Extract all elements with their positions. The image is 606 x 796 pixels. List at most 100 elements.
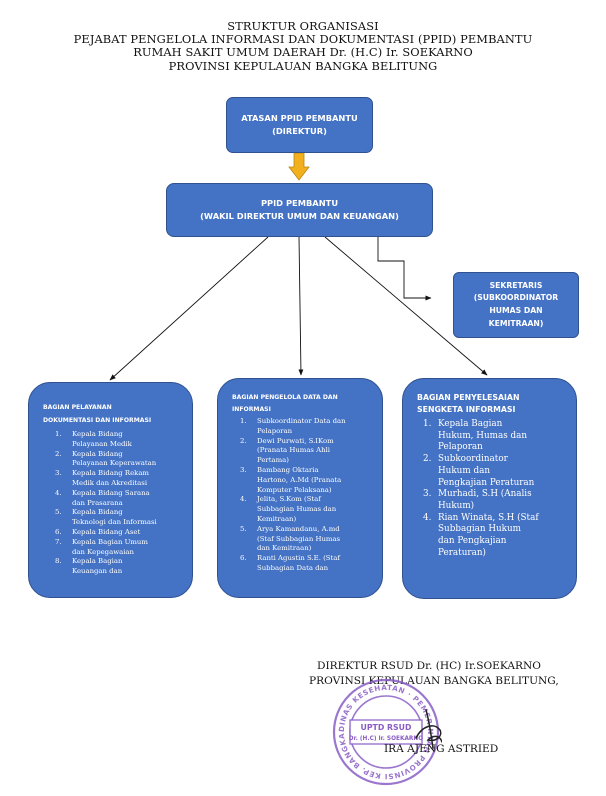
item-text-line: Pelayanan Medik: [72, 439, 132, 448]
item-text-line: dan Prasarana: [72, 498, 123, 507]
item-text-line: Kemitraan): [257, 514, 297, 523]
item-text-line: Bambang Oktaria: [257, 465, 319, 474]
sekretaris-line-4: KEMITRAAN): [488, 318, 544, 328]
list-item: 2. Dewi Purwati, S.IKom(Pranata Humas Ahl…: [240, 437, 374, 466]
card-title-line-1: BAGIAN PELAYANAN: [43, 404, 112, 411]
item-number: 7.: [55, 537, 62, 546]
item-text-line: Ranti Agustin S.E. (Staf: [257, 554, 340, 563]
item-text-line: Pengkajian Peraturan: [438, 477, 535, 488]
item-text-line: Subkoordinator Data dan: [257, 417, 346, 425]
item-number: 1.: [240, 417, 247, 425]
item-number: 4.: [240, 495, 247, 504]
item-text-line: Pelaporan: [257, 426, 293, 435]
item-number: 5.: [240, 524, 247, 533]
item-text-line: Rian Winata, S.H (Staf: [438, 512, 539, 523]
item-number: 2.: [423, 454, 432, 465]
item-text-line: Kepala Bagian: [72, 557, 123, 566]
item-text-line: Arya Kamandanu, A.md: [257, 524, 340, 533]
item-number: 2.: [240, 436, 247, 445]
title-line-1: STRUKTUR ORGANISASI: [227, 19, 379, 33]
item-text-line: Kepala Bidang Aset: [72, 527, 141, 536]
item-number: 6.: [240, 554, 247, 563]
connector-ppid-sekretaris: [377, 237, 432, 301]
item-text-line: Pelaporan: [438, 442, 483, 453]
signatory-name: IRA AJENG ASTRIED: [384, 743, 499, 755]
stamp-text-1: UPTD RSUD: [361, 723, 413, 732]
item-text-line: Hukum dan: [438, 465, 491, 476]
item-text-line: dan Kepegawaian: [72, 547, 134, 556]
item-text-line: Subbagian Humas dan: [257, 505, 337, 514]
connector-ppid-pelayanan: [109, 236, 269, 381]
card-title-line-2: SENGKETA INFORMASI: [417, 405, 516, 415]
official-stamp-seal: DINAS KESEHATAN · PEMERINTAH PROVINSI KE…: [330, 676, 442, 786]
title-line-2: PEJABAT PENGELOLA INFORMASI DAN DOKUMENT…: [73, 32, 533, 47]
item-text-line: Subkoordinator: [438, 454, 508, 465]
atasan-title: ATASAN PPID PEMBANTU: [241, 113, 358, 123]
list-item: 5. Arya Kamandanu, A.md(Staf Subbagian Hu…: [240, 525, 374, 554]
item-text-line: Dewi Purwati, S.IKom: [257, 436, 334, 445]
item-number: 1.: [423, 419, 432, 429]
item-text-line: Hukum): [438, 500, 475, 511]
connector-ppid-penyelesaian: [324, 236, 488, 376]
sekretaris-line-1: SEKRETARIS: [489, 280, 543, 290]
item-text-line: Peraturan): [438, 547, 486, 558]
item-text-line: Kepala Bidang Sarana: [72, 488, 150, 497]
atasan-ppid-box: ATASAN PPID PEMBANTU (DIREKTUR): [226, 97, 373, 153]
sekretaris-box: SEKRETARIS (SUBKOORDINATOR HUMAS DAN KEM…: [453, 272, 579, 338]
item-text-line: dan Pengkajian: [438, 536, 507, 547]
bagian-pengelola-card: BAGIAN PENGELOLA DATA DAN INFORMASI 1. Su…: [217, 378, 383, 598]
item-text-line: Pertama): [257, 456, 289, 465]
connector-ppid-pengelola: [298, 236, 304, 376]
item-text-line: Kepala Bidang Rekam: [72, 469, 149, 478]
sekretaris-line-2: (SUBKOORDINATOR: [473, 293, 559, 303]
ppid-pembantu-box: PPID PEMBANTU (WAKIL DIREKTUR UMUM DAN K…: [166, 183, 433, 237]
item-text-line: (Pranata Humas Ahli: [257, 446, 330, 455]
card-title-line-1: BAGIAN PENYELESAIAN: [417, 393, 520, 402]
title-line-3: RUMAH SAKIT UMUM DAERAH Dr. (H.C) Ir. SO…: [133, 45, 473, 60]
handwritten-signature: [415, 709, 442, 749]
item-text-line: Subbagian Data dan: [257, 563, 329, 572]
item-text-line: Komputer Pelaksana): [257, 485, 332, 494]
ppid-subtitle: (WAKIL DIREKTUR UMUM DAN KEUANGAN): [200, 211, 399, 221]
item-number: 4.: [423, 512, 432, 523]
card-title-line-2: INFORMASI: [232, 405, 271, 413]
card-title-line-2: DOKUMENTASI DAN INFORMASI: [43, 417, 152, 424]
document-title: STRUKTUR ORGANISASI PEJABAT PENGELOLA IN…: [0, 19, 606, 73]
item-text-line: Kepala Bidang: [72, 430, 123, 438]
item-number: 3.: [55, 469, 62, 478]
title-line-4: PROVINSI KEPULAUAN BANGKA BELITUNG: [168, 58, 438, 73]
item-text-line: Hartono, A.Md (Pranata: [257, 475, 342, 484]
item-number: 4.: [55, 488, 62, 497]
item-text-line: Kepala Bidang: [72, 508, 123, 517]
signature-title-line-2: PROVINSI KEPULAUAN BANGKA BELITUNG,: [309, 675, 559, 687]
atasan-subtitle: (DIREKTUR): [272, 126, 327, 136]
item-text-line: dan Kemitraan): [257, 544, 312, 553]
bagian-pelayanan-card: BAGIAN PELAYANAN DOKUMENTASI DAN INFORMA…: [28, 382, 193, 598]
down-arrow-atasan-ppid: [288, 152, 310, 181]
item-text-line: Jelita, S.Kom (Staf: [257, 495, 321, 504]
sekretaris-line-3: HUMAS DAN: [489, 306, 543, 315]
item-text-line: Murhadi, S.H (Analis: [438, 489, 532, 500]
item-text-line: (Staf Subbagian Humas: [257, 534, 341, 543]
card-title-line-1: BAGIAN PENGELOLA DATA DAN: [232, 394, 338, 401]
bagian-penyelesaian-card: BAGIAN PENYELESAIAN SENGKETA INFORMASI 1…: [402, 378, 577, 599]
item-number: 1.: [55, 430, 62, 438]
card-title: BAGIAN PENYELESAIAN SENGKETA INFORMASI: [417, 392, 566, 416]
